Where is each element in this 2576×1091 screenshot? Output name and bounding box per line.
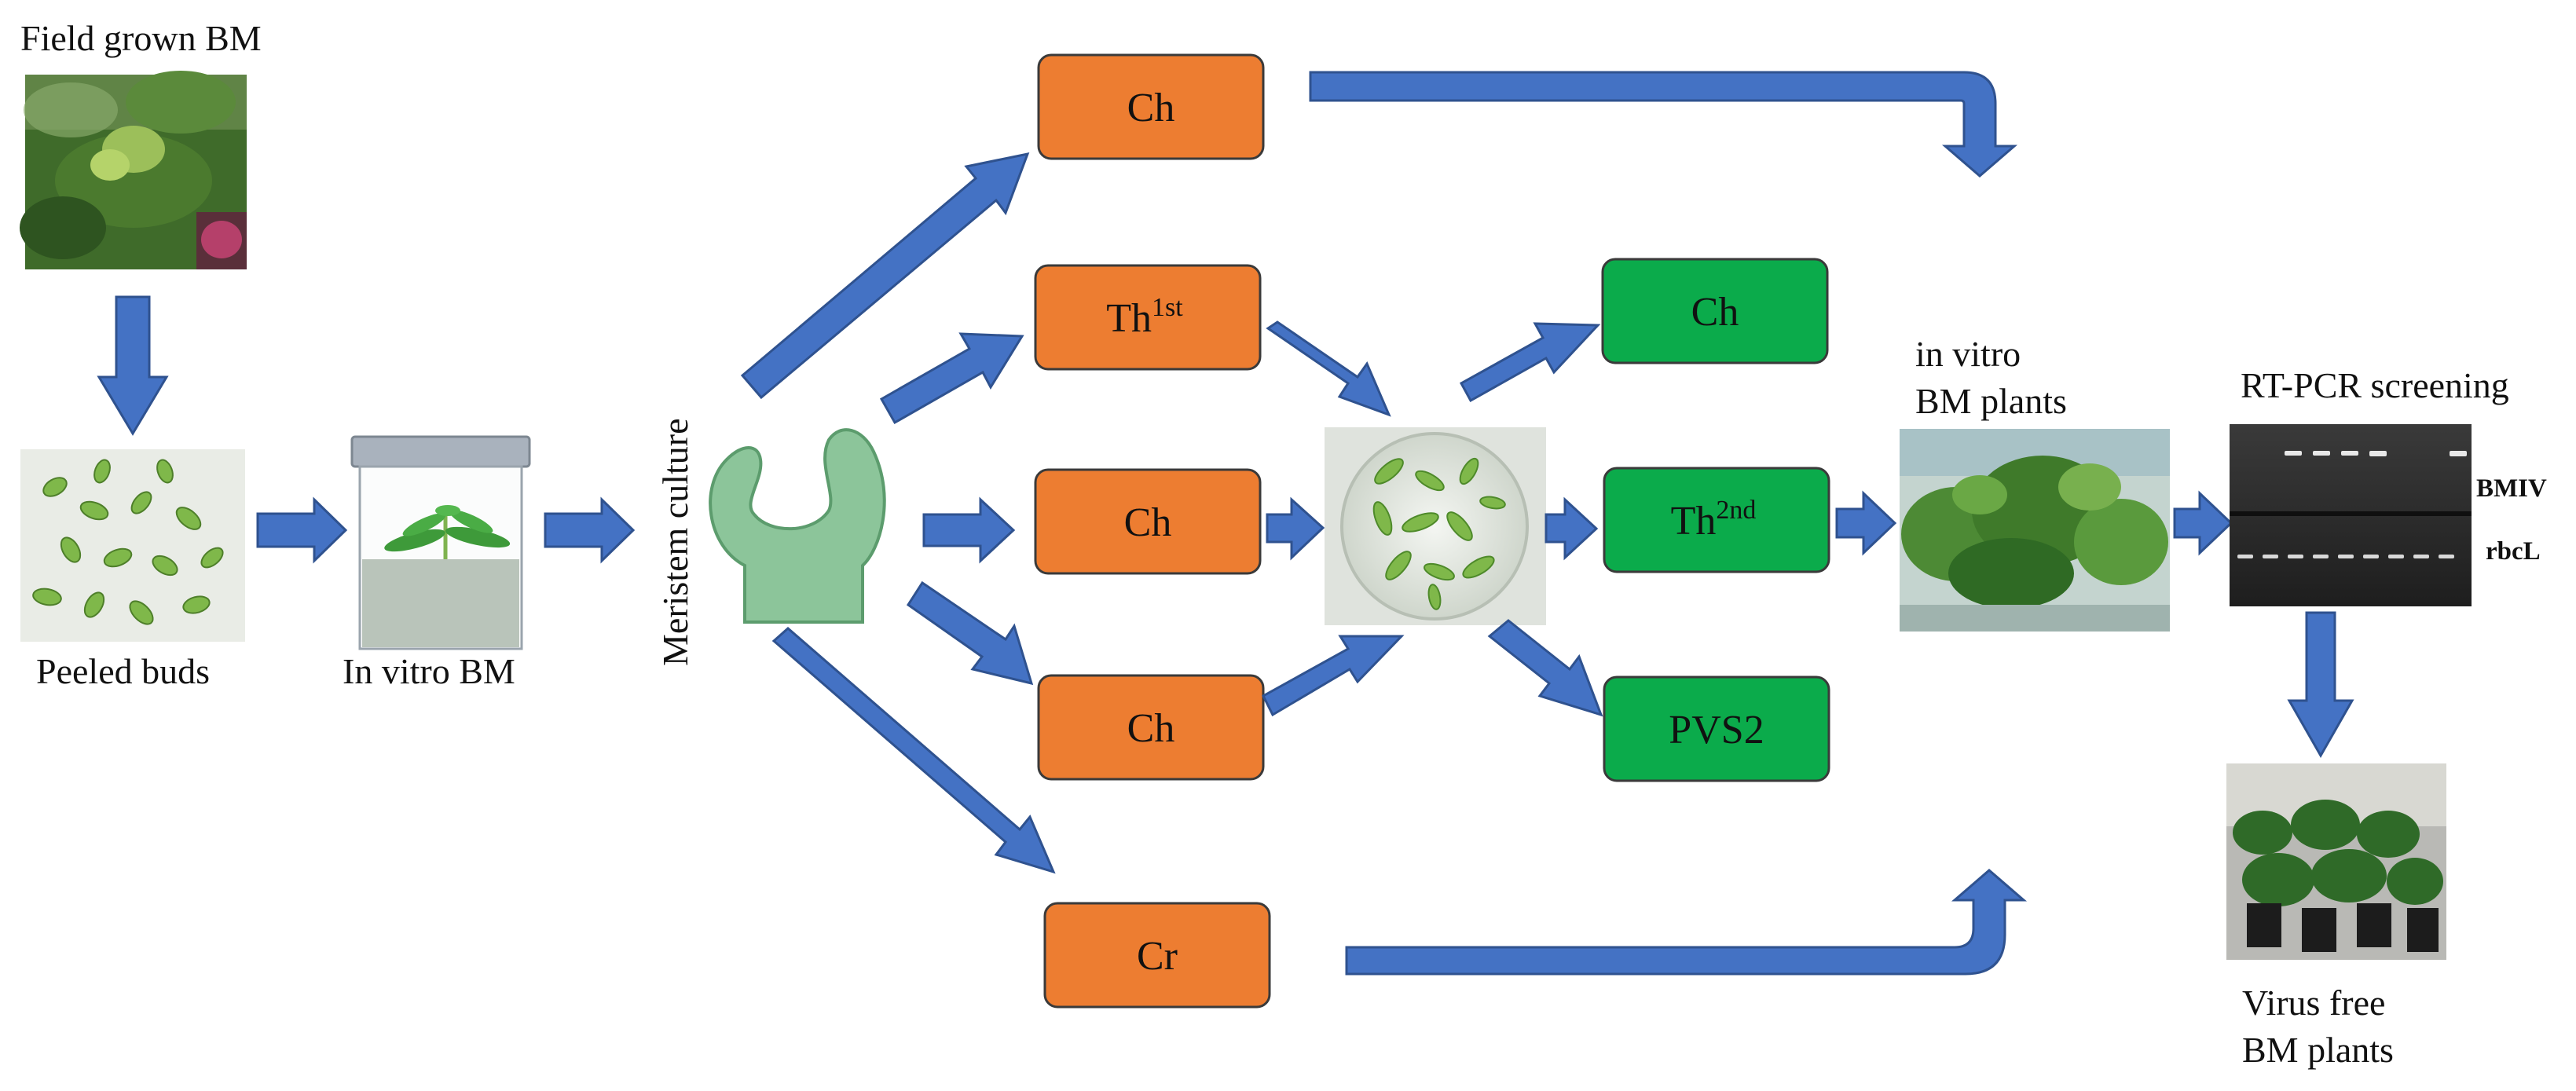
arrow-buds-to-jar — [256, 496, 348, 564]
arrow-cr-bend — [1345, 869, 2028, 976]
arrow-field-to-buds — [97, 295, 169, 436]
arrow-dish-to-green-ch — [1459, 322, 1601, 403]
box-th1-sup: 1st — [1152, 293, 1183, 322]
box-ch-top: Ch — [1037, 53, 1265, 160]
box-th1: Th1st — [1034, 264, 1262, 371]
arrow-ch-top-bend — [1309, 71, 2018, 178]
green-box-th2: Th2nd — [1603, 467, 1830, 573]
in-vitro-plants-photo — [1900, 429, 2170, 632]
green-box-th2-sup: 2nd — [1716, 496, 1756, 525]
in-vitro-bm-label: In vitro BM — [343, 651, 515, 691]
rt-pcr-label: RT-PCR screening — [2241, 365, 2509, 405]
box-cr-label: Cr — [1137, 934, 1178, 979]
peeled-buds-photo — [20, 449, 245, 642]
green-box-pvs2-label: PVS2 — [1669, 708, 1764, 752]
green-box-th2-base: Th — [1671, 499, 1717, 544]
arrow-plants-to-gel — [2173, 490, 2233, 556]
peeled-buds-label: Peeled buds — [36, 651, 210, 691]
arrow-meristem-to-cr — [771, 627, 1056, 874]
green-box-ch-label: Ch — [1691, 290, 1739, 335]
gel-bands-rbcl — [2237, 555, 2454, 558]
virus-free-plants-photo — [2226, 763, 2446, 960]
field-grown-photo — [20, 71, 247, 269]
arrow-meristem-to-ch-mid — [922, 496, 1016, 564]
box-ch-mid-label: Ch — [1124, 500, 1172, 545]
box-ch-mid: Ch — [1034, 468, 1262, 575]
gel-image — [2230, 424, 2472, 606]
in-vitro-jar — [350, 435, 531, 650]
box-ch-low: Ch — [1037, 674, 1265, 781]
arrow-meristem-to-ch-top — [740, 152, 1030, 400]
arrow-meristem-to-ch-low — [906, 580, 1034, 686]
field-grown-label: Field grown BM — [20, 18, 262, 58]
gel-label-bmiv: BMIV — [2476, 474, 2547, 503]
gel-bands-bmiv — [2285, 451, 2467, 456]
in-vitro-plants-label-1: in vitro — [1915, 334, 2021, 374]
virus-free-label-2: BM plants — [2242, 1030, 2394, 1070]
box-ch-low-label: Ch — [1127, 706, 1175, 751]
green-box-ch: Ch — [1601, 258, 1829, 364]
arrow-ch-mid-to-dish — [1266, 496, 1325, 561]
gel-label-rbcl: rbcL — [2486, 537, 2541, 566]
box-cr: Cr — [1043, 902, 1271, 1009]
green-box-th2-label: Th2nd — [1671, 496, 1757, 544]
arrow-dish-to-th2 — [1545, 496, 1599, 561]
meristem-culture-label: Meristem culture — [655, 418, 695, 666]
box-ch-top-label: Ch — [1127, 86, 1175, 130]
green-box-pvs2: PVS2 — [1603, 675, 1830, 782]
arrow-th2-to-plants — [1835, 490, 1897, 556]
box-th1-base: Th — [1106, 296, 1152, 341]
arrow-ch-low-to-dish — [1262, 635, 1405, 717]
box-th1-label: Th1st — [1106, 293, 1183, 341]
arrow-jar-to-meristem — [544, 496, 636, 564]
virus-free-label-1: Virus free — [2242, 983, 2385, 1023]
arrow-th1-to-dish — [1266, 320, 1391, 417]
in-vitro-plants-label-2: BM plants — [1915, 381, 2067, 421]
arrow-gel-to-virus-free — [2287, 611, 2354, 759]
arrow-meristem-to-th1 — [879, 332, 1024, 425]
meristem-shape — [709, 428, 886, 624]
arrow-dish-to-pvs2 — [1487, 619, 1603, 717]
petri-dish-photo — [1325, 427, 1546, 625]
